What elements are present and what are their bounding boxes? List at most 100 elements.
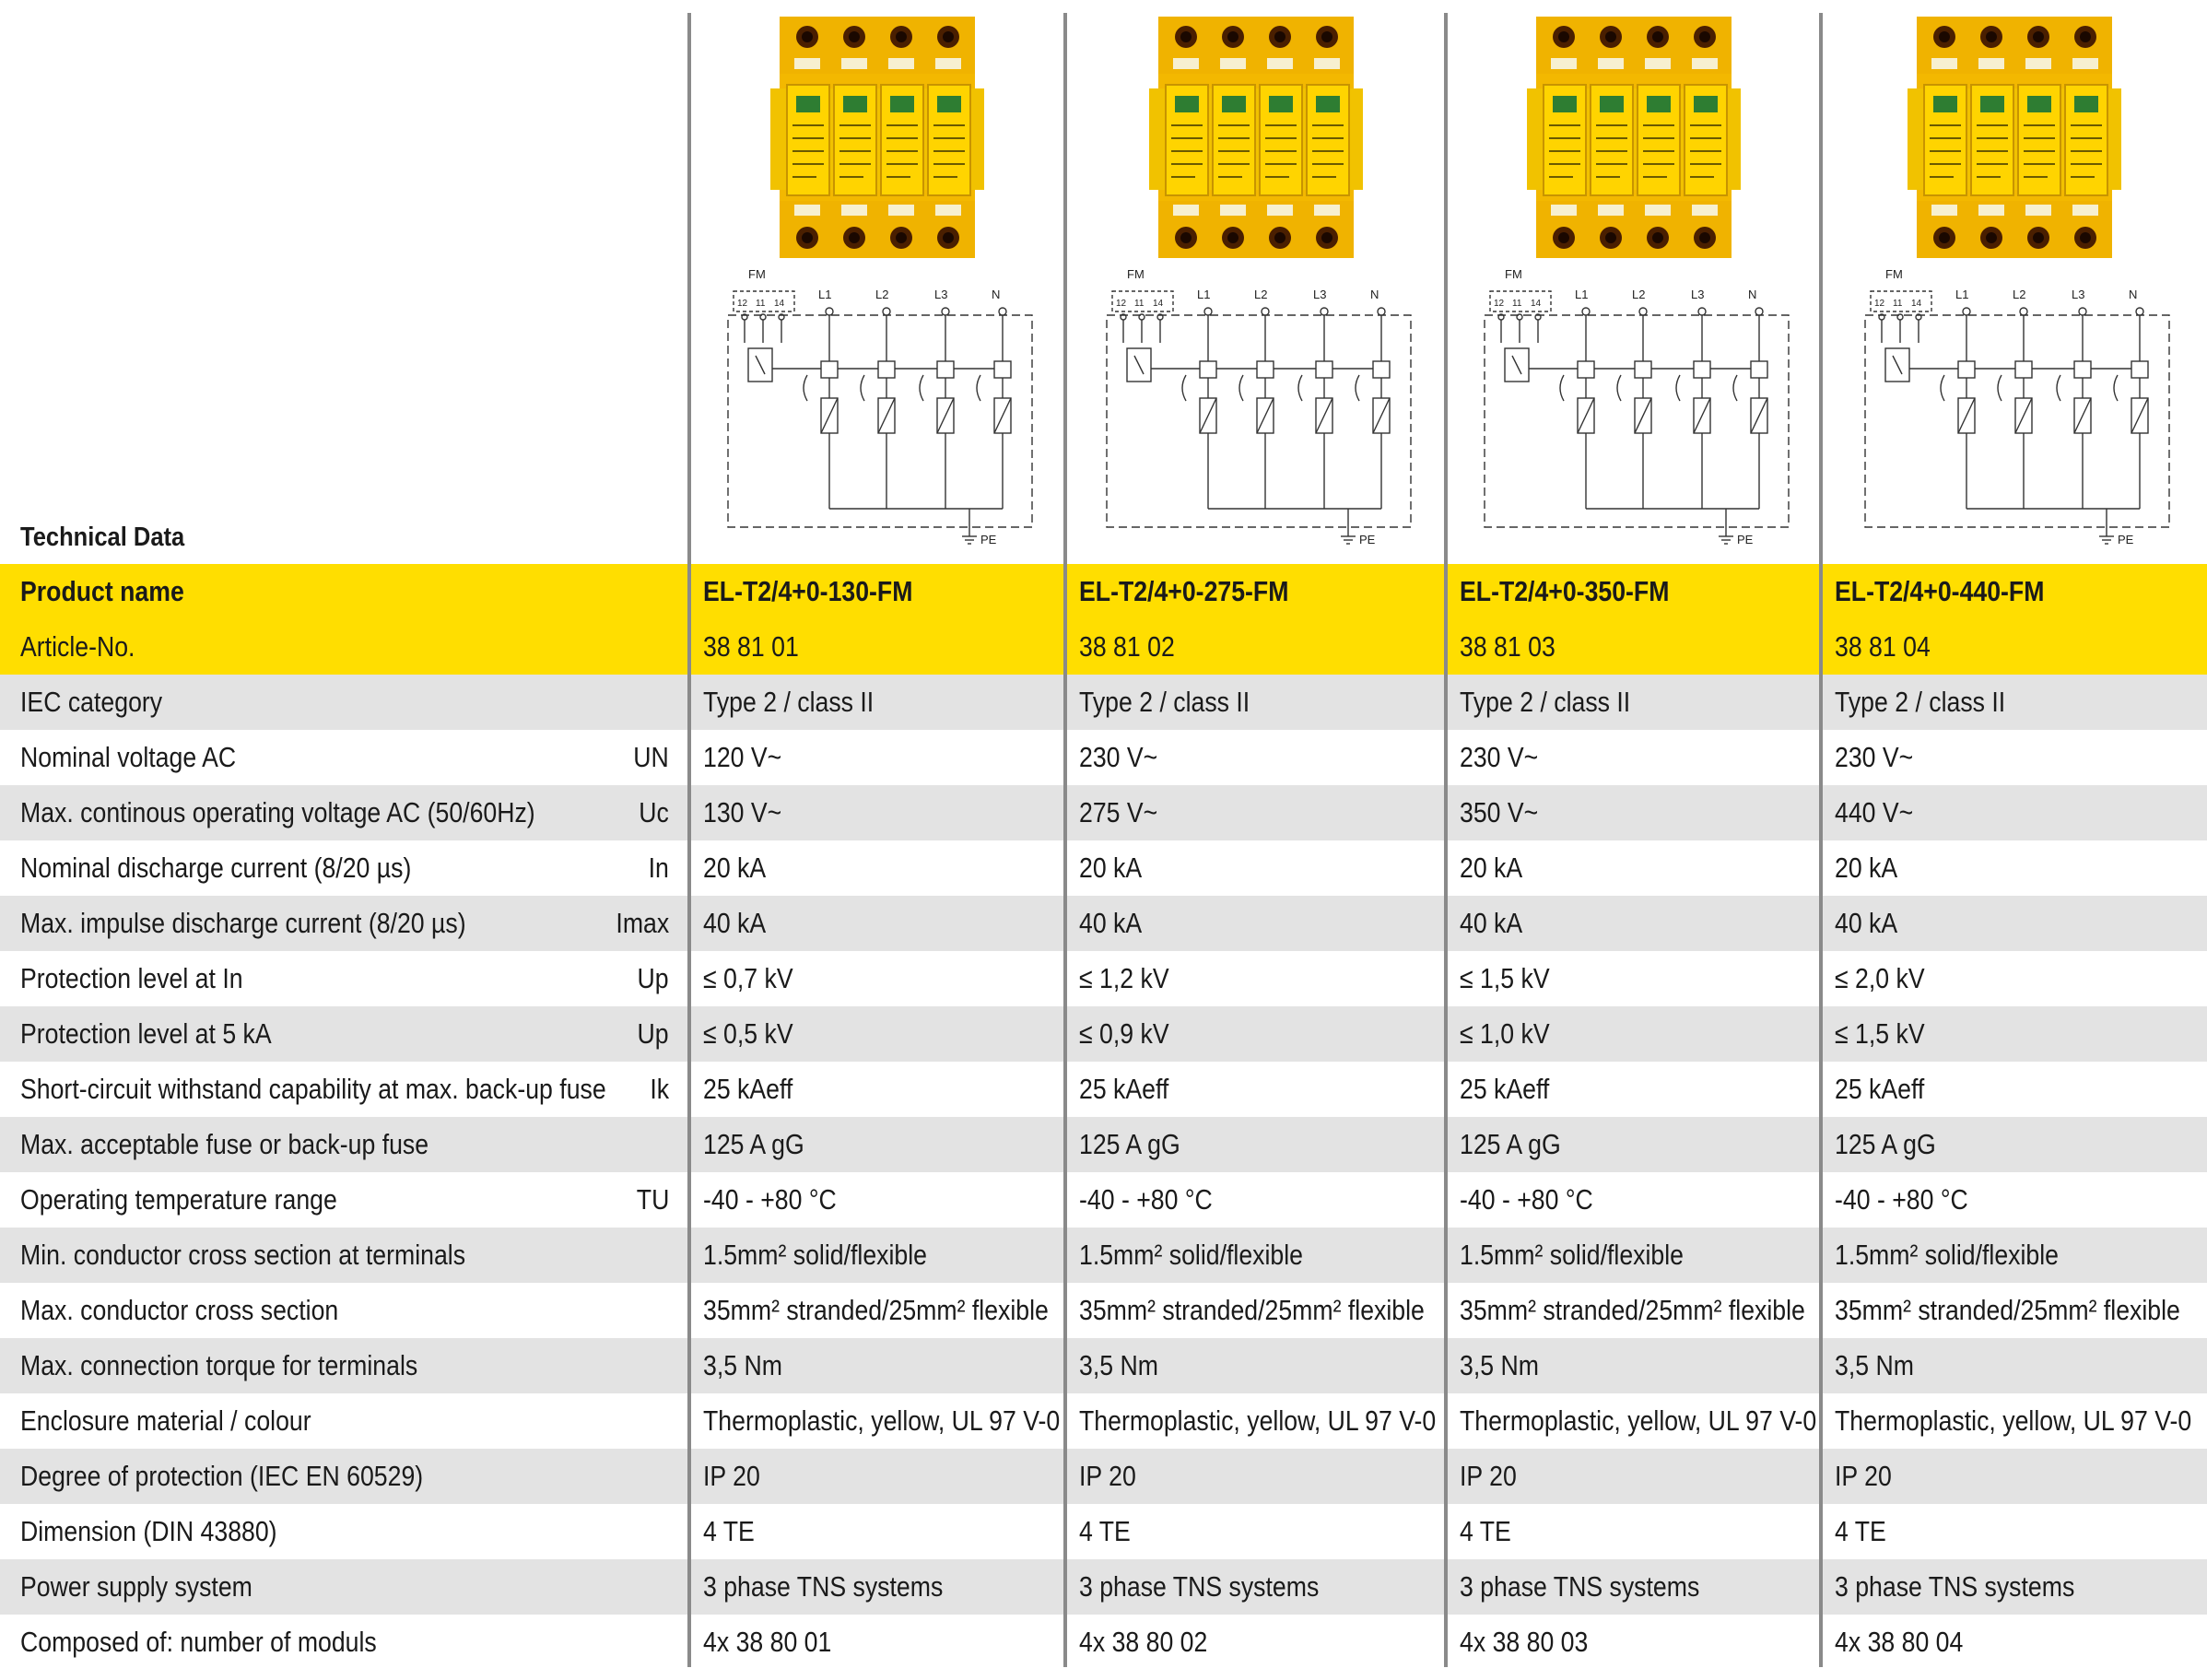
table-cell: 230 V~ [1079,741,1158,773]
table-cell: Thermoplastic, yellow, UL 97 V-0 [1079,1404,1437,1437]
svg-text:14: 14 [1531,299,1542,309]
svg-text:N: N [2129,288,2137,301]
table-cell: 35mm² stranded/25mm² flexible [1835,1294,2180,1326]
table-cell: 4 TE [1460,1515,1511,1547]
article-number: 38 81 02 [1079,630,1175,663]
svg-text:FM: FM [1505,267,1522,281]
svg-text:L2: L2 [875,288,888,301]
row-label: Max. conductor cross section [20,1294,339,1326]
table-cell: ≤ 0,7 kV [703,962,793,994]
table-cell: 3,5 Nm [1835,1349,1914,1381]
svg-text:14: 14 [1153,299,1164,309]
svg-text:L1: L1 [818,288,831,301]
svg-text:L2: L2 [1254,288,1267,301]
svg-text:PE: PE [1359,533,1376,546]
svg-text:11: 11 [1512,299,1522,309]
table-row: Short-circuit withstand capability at ma… [0,1062,2207,1117]
svg-text:11: 11 [1134,299,1145,309]
table-cell: ≤ 0,9 kV [1079,1017,1169,1050]
column-divider [1819,13,1823,1667]
product-photo-icon [1908,17,2121,263]
row-label: Protection level at 5 kA [20,1017,272,1050]
table-cell: 1.5mm² solid/flexible [703,1239,927,1271]
table-cell: 4 TE [703,1515,755,1547]
table-cell: 20 kA [1460,852,1523,884]
table-cell: 130 V~ [703,796,782,828]
product-photo-icon [1149,17,1363,263]
svg-text:L1: L1 [1197,288,1210,301]
svg-text:L3: L3 [1313,288,1326,301]
row-label: Enclosure material / colour [20,1404,311,1437]
table-cell: IP 20 [1835,1460,1892,1492]
table-cell: ≤ 1,0 kV [1460,1017,1550,1050]
row-label: Short-circuit withstand capability at ma… [20,1073,606,1105]
table-row: Enclosure material / colour Thermoplastic… [0,1393,2207,1449]
svg-text:14: 14 [774,299,785,309]
svg-text:PE: PE [2118,533,2134,546]
table-cell: 4 TE [1079,1515,1131,1547]
table-cell: IP 20 [703,1460,760,1492]
row-label: Degree of protection (IEC EN 60529) [20,1460,424,1492]
table-cell: ≤ 1,5 kV [1835,1017,1925,1050]
product-name: EL-T2/4+0-440-FM [1835,575,2045,607]
column-divider [1444,13,1448,1667]
table-cell: 4x 38 80 01 [703,1626,832,1658]
svg-text:N: N [1748,288,1756,301]
table-cell: 275 V~ [1079,796,1158,828]
product-photo-icon [770,17,984,263]
table-cell: Thermoplastic, yellow, UL 97 V-0 [1835,1404,2192,1437]
svg-text:12: 12 [737,299,748,309]
row-label: Nominal discharge current (8/20 µs) [20,852,412,884]
row-label: Max. continous operating voltage AC (50/… [20,796,535,828]
svg-text:N: N [1370,288,1379,301]
table-cell: 125 A gG [1079,1128,1180,1160]
product-name: EL-T2/4+0-350-FM [1460,575,1670,607]
row-label: Operating temperature range [20,1183,337,1216]
column-divider [687,13,691,1667]
table-cell: 1.5mm² solid/flexible [1460,1239,1684,1271]
table-cell: ≤ 1,5 kV [1460,962,1550,994]
table-cell: 4x 38 80 04 [1835,1626,1964,1658]
svg-text:L1: L1 [1575,288,1588,301]
product-photo-icon [1527,17,1741,263]
section-title: Technical Data [20,523,185,552]
row-symbol: Up [637,962,669,994]
table-cell: 25 kAeff [1460,1073,1550,1105]
table-cell: Thermoplastic, yellow, UL 97 V-0 [703,1404,1061,1437]
row-label: Max. connection torque for terminals [20,1349,418,1381]
table-cell: 40 kA [1460,907,1523,939]
table-cell: 4x 38 80 03 [1460,1626,1589,1658]
svg-text:11: 11 [756,299,766,309]
table-cell: Type 2 / class II [703,686,875,718]
svg-text:14: 14 [1911,299,1922,309]
row-symbol: Ik [650,1073,669,1105]
table-cell: ≤ 0,5 kV [703,1017,793,1050]
svg-text:L1: L1 [1955,288,1968,301]
column-divider [1063,13,1067,1667]
table-cell: 3,5 Nm [703,1349,782,1381]
table-cell: 3,5 Nm [1079,1349,1158,1381]
table-cell: 230 V~ [1460,741,1539,773]
svg-text:L3: L3 [2072,288,2084,301]
svg-text:FM: FM [1885,267,1903,281]
row-symbol: Uc [639,796,669,828]
svg-text:11: 11 [1893,299,1903,309]
table-cell: 35mm² stranded/25mm² flexible [1460,1294,1805,1326]
table-cell: 35mm² stranded/25mm² flexible [703,1294,1049,1326]
table-cell: -40 - +80 °C [703,1183,837,1216]
table-cell: ≤ 1,2 kV [1079,962,1169,994]
table-cell: 125 A gG [1835,1128,1936,1160]
table-row: Degree of protection (IEC EN 60529) IP 20… [0,1449,2207,1504]
